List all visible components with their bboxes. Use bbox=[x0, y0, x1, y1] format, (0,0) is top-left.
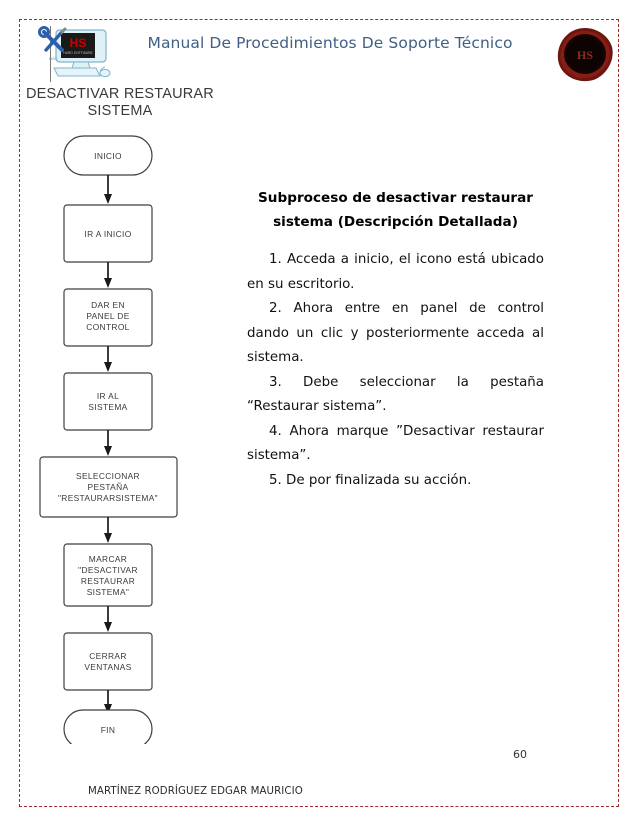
flow-node-panel-line-0: DAR EN bbox=[91, 300, 125, 310]
flow-node-panel-line-2: CONTROL bbox=[86, 322, 129, 332]
flow-node-ir-a-inicio-line-0: IR A INICIO bbox=[84, 229, 131, 239]
flow-arrowhead-7 bbox=[104, 704, 112, 714]
svg-text:HS: HS bbox=[70, 36, 87, 50]
flow-arrowhead-4 bbox=[104, 446, 112, 456]
header-title: Manual De Procedimientos De Soporte Técn… bbox=[147, 34, 513, 52]
description-column: Subproceso de desactivar restaurar siste… bbox=[247, 186, 544, 493]
wax-seal-stamp: HS bbox=[553, 26, 617, 84]
flow-arrowhead-5 bbox=[104, 533, 112, 543]
flow-node-marcar-line-0: MARCAR bbox=[89, 554, 127, 564]
svg-text:HARD SOFTWARE: HARD SOFTWARE bbox=[63, 51, 93, 55]
flow-node-ir-sistema-line-0: IR AL bbox=[97, 391, 119, 401]
flowchart-title-line2: SISTEMA bbox=[87, 103, 153, 119]
hs-computer-logo: HS HARD SOFTWARE HSC bbox=[38, 24, 118, 82]
svg-text:HSC: HSC bbox=[49, 56, 58, 61]
step-item-5: 5. De por finalizada su acción. bbox=[269, 472, 472, 488]
flow-node-marcar-line-1: "DESACTIVAR bbox=[78, 565, 138, 575]
flow-node-cerrar-line-1: VENTANAS bbox=[84, 662, 131, 672]
flow-node-ir-a-inicio: IR A INICIO bbox=[63, 204, 153, 263]
flow-node-panel: DAR EN PANEL DE CONTROL bbox=[63, 288, 153, 347]
page-number: 60 bbox=[513, 748, 527, 761]
flowchart-title-line1: DESACTIVAR RESTAURAR bbox=[26, 86, 214, 102]
flow-node-inicio-line-0: INICIO bbox=[94, 151, 122, 161]
flow-node-pestana-line-0: SELECCIONAR bbox=[76, 471, 140, 481]
step-item-4: 4. Ahora marque ”Desactivar restaurar si… bbox=[247, 423, 544, 464]
flow-node-pestana-line-1: PESTAÑA bbox=[88, 482, 129, 492]
flow-node-pestana: SELECCIONAR PESTAÑA "RESTAURARSISTEMA" bbox=[39, 456, 178, 518]
flow-node-marcar-line-2: RESTAURAR bbox=[81, 576, 135, 586]
flowchart-panel: DESACTIVAR RESTAURAR SISTEMA INICIO IR A… bbox=[20, 86, 230, 746]
flow-node-inicio: INICIO bbox=[63, 135, 153, 176]
header-vertical-rule bbox=[50, 26, 51, 82]
flowchart-svg: INICIO IR A INICIO DAR EN PANEL DE CONTR… bbox=[39, 135, 178, 744]
flow-arrowhead-2 bbox=[104, 278, 112, 288]
flow-node-fin: FIN bbox=[63, 709, 153, 744]
flow-arrowhead-1 bbox=[104, 194, 112, 204]
step-item-2: 2. Ahora entre en panel de control dando… bbox=[247, 301, 544, 365]
flow-node-marcar: MARCAR "DESACTIVAR RESTAURAR SISTEMA" bbox=[63, 543, 153, 607]
flow-node-marcar-line-3: SISTEMA" bbox=[87, 587, 130, 597]
flow-arrowhead-3 bbox=[104, 362, 112, 372]
flow-node-pestana-line-2: "RESTAURARSISTEMA" bbox=[58, 493, 158, 503]
flow-node-ir-sistema-line-1: SISTEMA bbox=[88, 402, 127, 412]
flow-node-cerrar-line-0: CERRAR bbox=[89, 651, 126, 661]
flow-node-cerrar: CERRAR VENTANAS bbox=[63, 632, 153, 691]
flow-node-ir-sistema: IR AL SISTEMA bbox=[63, 372, 153, 431]
page-header: HS HARD SOFTWARE HSC Manual De Procedimi… bbox=[20, 20, 618, 88]
seal-label: HS bbox=[577, 48, 593, 62]
step-item-3: 3. Debe seleccionar la pestaña “Restaura… bbox=[247, 374, 544, 415]
description-heading: Subproceso de desactivar restaurar siste… bbox=[247, 186, 544, 234]
description-heading-line1: Subproceso de desactivar restaurar bbox=[258, 190, 533, 206]
flow-arrowhead-6 bbox=[104, 622, 112, 632]
step-item-1: 1. Acceda a inicio, el icono está ubicad… bbox=[247, 252, 544, 292]
description-heading-line2: sistema (Descripción Detallada) bbox=[273, 214, 518, 230]
flow-node-fin-line-0: FIN bbox=[101, 725, 116, 735]
footer-author: MARTÍNEZ RODRÍGUEZ EDGAR MAURICIO bbox=[88, 786, 303, 797]
flowchart-title: DESACTIVAR RESTAURAR SISTEMA bbox=[20, 86, 220, 120]
flow-node-panel-line-1: PANEL DE bbox=[86, 311, 129, 321]
